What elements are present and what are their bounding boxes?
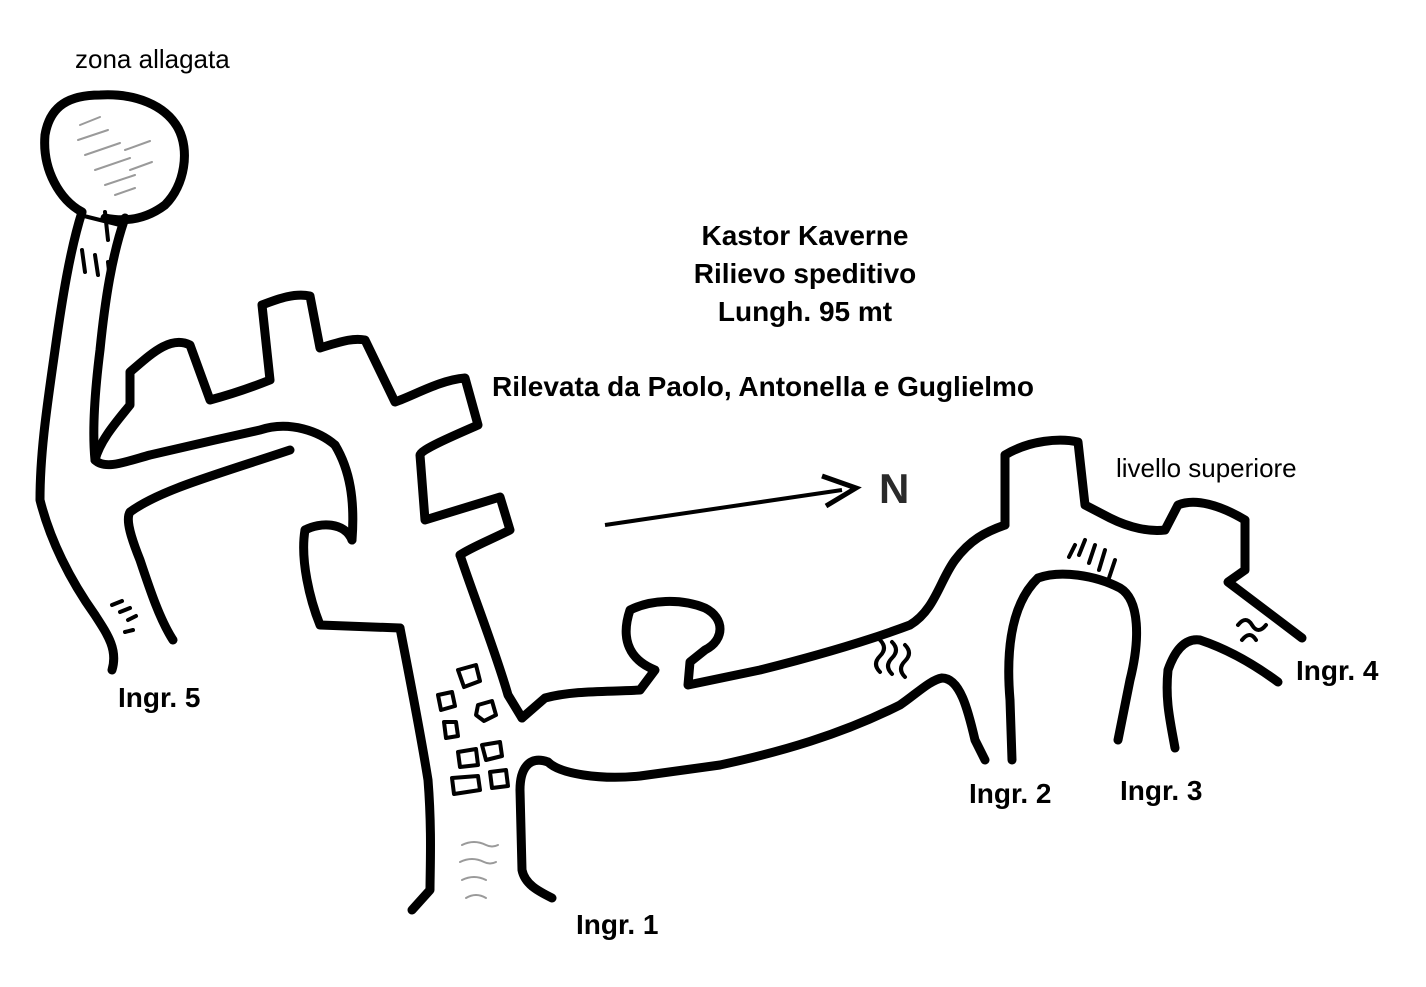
entrance-3-label: Ingr. 3	[1120, 775, 1203, 806]
survey-title: Kastor Kaverne	[701, 220, 909, 251]
step-marks-east	[874, 638, 911, 679]
north-arrow	[604, 473, 862, 527]
step-marks-upper	[1067, 538, 1268, 642]
entrance-5-label: Ingr. 5	[118, 682, 201, 713]
central-chamber	[90, 290, 527, 915]
eastern-passage	[517, 520, 1010, 782]
entrance-4-label: Ingr. 4	[1296, 655, 1379, 686]
western-passages	[90, 421, 405, 645]
entrance-1-label: Ingr. 1	[576, 909, 659, 940]
entrance-2-label: Ingr. 2	[969, 778, 1052, 809]
upper-level	[1000, 435, 1307, 765]
entrance-1-passage	[459, 755, 557, 903]
survey-credits: Rilevata da Paolo, Antonella e Guglielmo	[492, 371, 1034, 402]
step-marks-west	[110, 599, 138, 634]
water-hatching	[77, 116, 153, 196]
ingr1-hatching	[459, 841, 499, 899]
flooded-zone-label: zona allagata	[75, 44, 230, 74]
survey-length: Lungh. 95 mt	[717, 296, 893, 327]
survey-subtitle: Rilievo speditivo	[693, 258, 917, 289]
flooded-zone-chamber	[35, 90, 189, 675]
boulder-field	[436, 663, 510, 796]
upper-level-label: livello superiore	[1116, 453, 1297, 483]
north-label: N	[879, 465, 910, 512]
step-marks	[78, 210, 122, 282]
